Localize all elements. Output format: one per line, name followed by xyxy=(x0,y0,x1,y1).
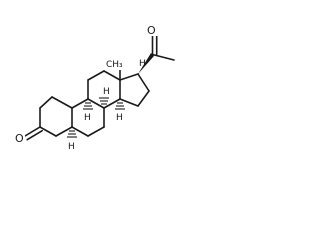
bond-c3-o-1 xyxy=(24,126,41,137)
h-c9-label: H xyxy=(84,113,91,123)
h-c14-label: H xyxy=(116,113,123,123)
bond-c9-c10 xyxy=(71,98,89,109)
bond-c14-c8 xyxy=(103,98,121,109)
bond-c1-c2 xyxy=(39,96,53,109)
steroid-structure-diagram: O CH₃ O xyxy=(14,23,175,152)
bond-c3-o-2 xyxy=(26,129,44,141)
methyl-c13: CH₃ xyxy=(105,58,129,81)
ketone-o-left-label: O xyxy=(15,132,24,145)
bond-c20-ch3 xyxy=(151,53,175,61)
bond-c3-c4 xyxy=(39,126,57,137)
bond-c10-c1 xyxy=(51,96,73,109)
ketone-o-left-bg xyxy=(14,131,25,144)
h-c8-label: H xyxy=(103,87,110,97)
bond-c8-c9 xyxy=(87,98,105,109)
bond-c11-c12 xyxy=(87,70,105,81)
wedge-c17-c20 xyxy=(138,53,154,74)
stereo-markers: H H H H H xyxy=(67,59,146,152)
h-c5-label: H xyxy=(68,142,75,152)
bond-c16-c15 xyxy=(137,90,150,107)
bond-c12-c13 xyxy=(103,70,121,81)
ch3-label: CH₃ xyxy=(106,60,123,70)
bond-c17-c16 xyxy=(137,73,150,92)
ch3-bg xyxy=(105,58,129,70)
bond-c5-c6 xyxy=(71,126,89,137)
bond-c13-c17 xyxy=(119,73,139,81)
ketone-c3: O xyxy=(14,126,44,145)
ketone-o-top-label: O xyxy=(147,24,156,37)
ring-d xyxy=(119,73,150,107)
ring-a xyxy=(39,96,73,137)
ring-b xyxy=(71,98,105,137)
bond-c6-c7 xyxy=(87,126,105,137)
h-c17-label: H xyxy=(139,59,146,69)
bond-c15-c14 xyxy=(119,98,139,107)
ketone-o-top-bg xyxy=(145,23,158,36)
ring-c xyxy=(87,70,121,109)
bond-c4-c5 xyxy=(55,126,73,137)
acetyl-c17: O xyxy=(138,23,175,74)
